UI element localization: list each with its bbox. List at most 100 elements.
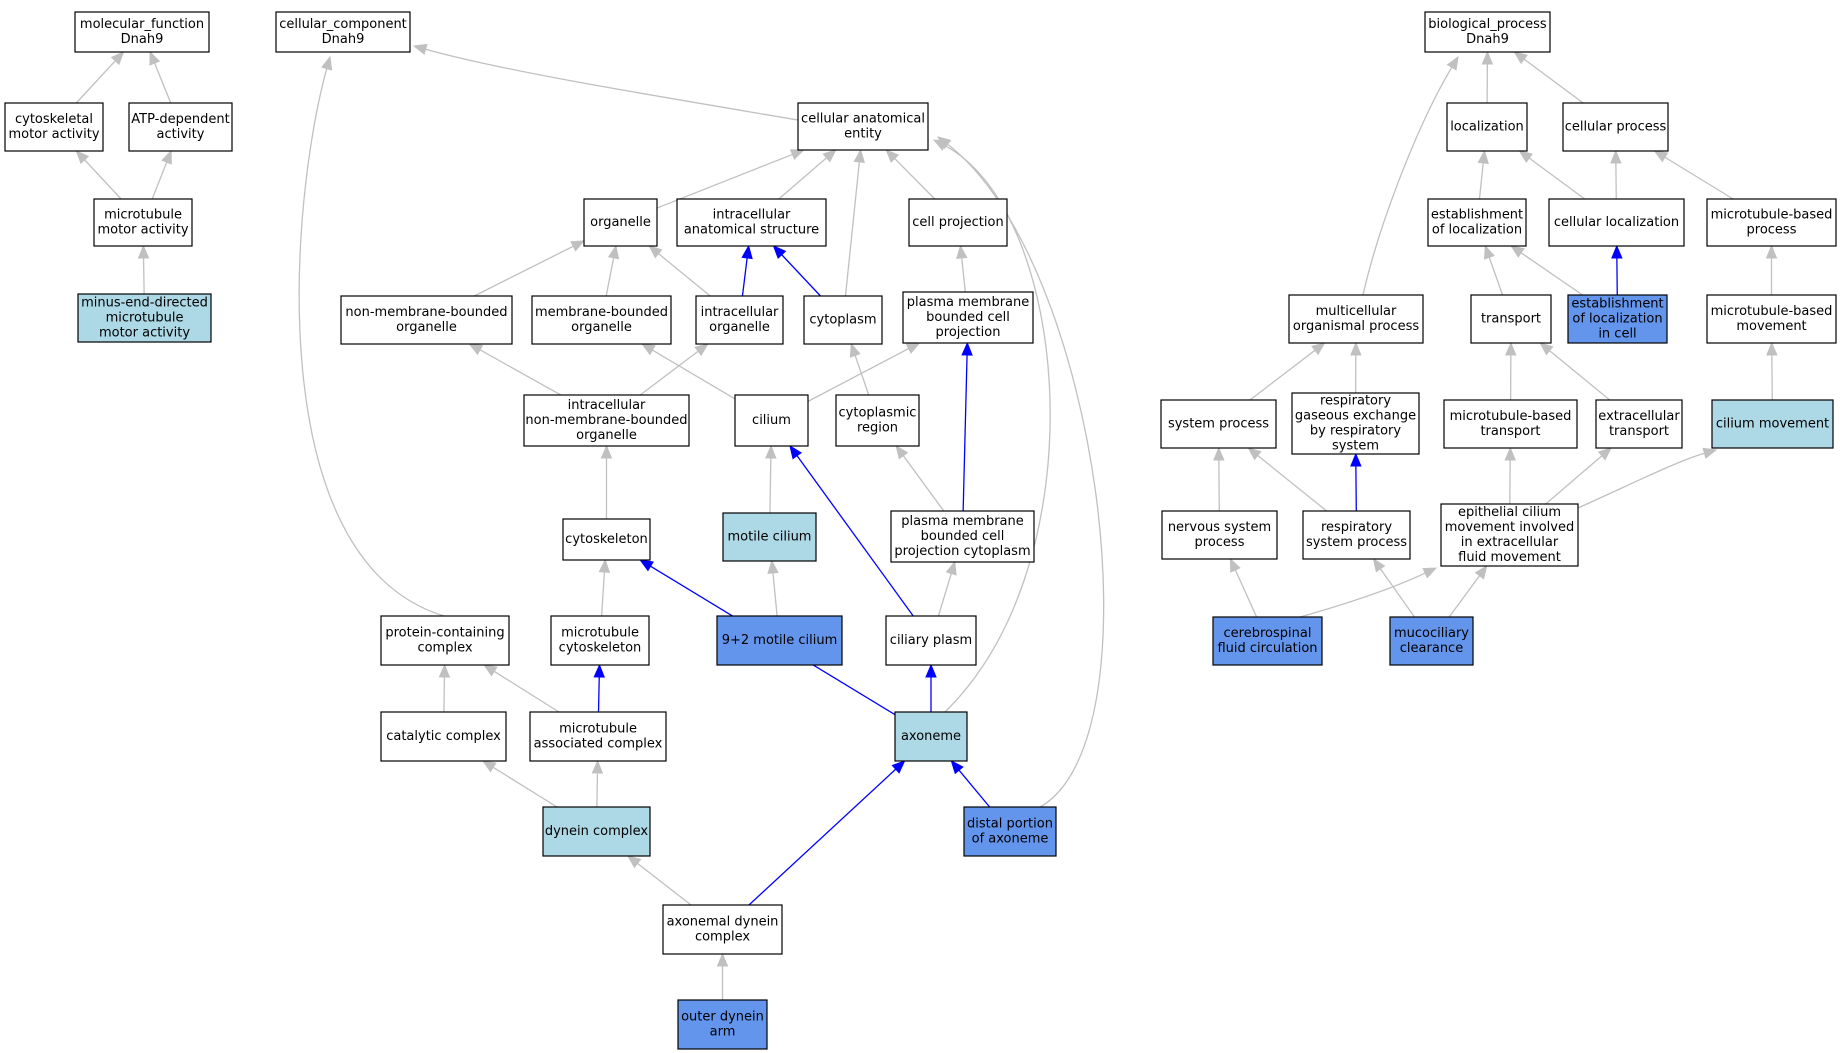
edge-line	[1519, 251, 1583, 296]
edge-line	[1488, 256, 1504, 296]
node-cproj[interactable]: cell projection	[908, 198, 1008, 247]
arrowhead	[1422, 567, 1438, 579]
node-label: Dnah9	[121, 32, 164, 47]
edge-layer	[75, 43, 1778, 1000]
node-label: organelle	[576, 428, 637, 443]
node-box	[275, 11, 411, 53]
node-label: organelle	[571, 320, 632, 335]
node-loc[interactable]: localization	[1446, 102, 1528, 152]
node-sysp[interactable]: system process	[1160, 399, 1277, 449]
node-cloc[interactable]: cellular localization	[1548, 198, 1685, 247]
node-cp[interactable]: cellular process	[1562, 102, 1669, 152]
node-cilium[interactable]: cilium	[734, 394, 809, 447]
edge-transport-to-eol	[1484, 244, 1504, 296]
node-cyto[interactable]: cytoplasm	[803, 295, 883, 345]
arrowhead	[789, 444, 802, 460]
edge-mtcs-to-cytosk	[598, 558, 611, 617]
arrowhead	[765, 444, 777, 459]
node-org[interactable]: organelle	[583, 198, 658, 247]
node-box	[1427, 198, 1527, 247]
node-box	[894, 711, 968, 762]
node-axoneme[interactable]: axoneme	[894, 711, 968, 762]
node-label: system process	[1306, 535, 1407, 550]
arrowhead	[640, 343, 656, 356]
node-ciliaryplasm[interactable]: ciliary plasm	[885, 615, 977, 666]
node-box	[1548, 198, 1685, 247]
node-label: fluid circulation	[1217, 641, 1317, 656]
edge-cp-to-bp	[1513, 51, 1584, 104]
node-m92[interactable]: 9+2 motile cilium	[716, 615, 843, 666]
node-box	[1302, 510, 1411, 560]
node-box	[677, 999, 768, 1050]
arrowhead	[1350, 452, 1362, 467]
edge-ect-to-transport	[1539, 342, 1611, 401]
edge-cilium-to-pmbcp	[807, 342, 921, 402]
edge-line	[493, 670, 560, 713]
node-cytosk[interactable]: cytoskeleton	[562, 518, 651, 561]
node-label: microtubule-based	[1450, 409, 1572, 424]
node-dynein[interactable]: dynein complex	[542, 806, 651, 857]
node-box	[1291, 392, 1420, 455]
arrowhead	[481, 760, 497, 773]
edge-catc-to-pcc	[438, 663, 451, 713]
node-label: biological_process	[1428, 17, 1547, 32]
edge-inmbo-to-io	[639, 343, 709, 396]
node-motile[interactable]: motile cilium	[722, 512, 817, 562]
arrowhead	[1477, 149, 1489, 165]
node-inmbo[interactable]: intracellularnon-membrane-boundedorganel…	[523, 394, 690, 447]
edge-line	[651, 349, 736, 400]
node-label: motor activity	[99, 326, 190, 341]
node-catc[interactable]: catalytic complex	[380, 711, 507, 762]
edge-cyto-to-cae	[844, 148, 866, 297]
node-box	[734, 394, 809, 447]
edge-mucc-to-rsp	[1372, 557, 1416, 618]
node-label: projection cytoplasm	[894, 544, 1030, 559]
node-transport[interactable]: transport	[1470, 294, 1552, 344]
node-ciliummov[interactable]: cilium movement	[1711, 399, 1834, 449]
edge-line	[748, 767, 897, 906]
node-label: outer dynein	[681, 1010, 764, 1025]
node-box	[1389, 616, 1474, 666]
arrowhead	[1610, 149, 1622, 164]
edge-loc-to-bp	[1481, 50, 1494, 104]
edge-line	[1299, 572, 1427, 618]
edge-mtbp-to-cp	[1653, 150, 1734, 200]
node-label: organelle	[590, 215, 651, 230]
node-label: region	[857, 421, 898, 436]
arrowhead	[607, 244, 620, 260]
